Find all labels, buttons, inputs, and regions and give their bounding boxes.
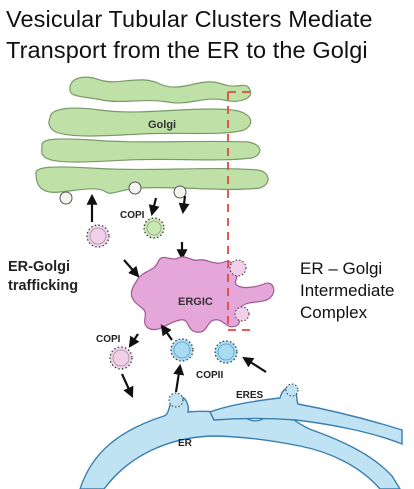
- er-tube-upper: [209, 386, 403, 446]
- golgi-budding-vesicles: [59, 181, 187, 205]
- golgi-cisterna-3: [41, 138, 261, 163]
- golgi-cisterna-2: [48, 107, 252, 137]
- callout-line-1: ER – Golgi: [300, 259, 383, 278]
- copi-top-label: COPI: [120, 210, 145, 221]
- arrow-down-from-golgi-2: [178, 195, 190, 215]
- golgi-arrows: [86, 193, 190, 278]
- er-label: ER: [178, 438, 193, 449]
- ergic-side-vesicle-bottom: [234, 306, 250, 322]
- callout-line-2: Intermediate: [300, 281, 395, 300]
- arrow-down-from-golgi-1: [148, 197, 160, 217]
- arrow-eres-to-vesicle: [242, 356, 267, 373]
- lower-vesicles: [109, 338, 238, 370]
- lower-arrows: [120, 324, 267, 399]
- slide-title: Vesicular Tubular Clusters Mediate Trans…: [6, 4, 410, 66]
- ergic-side-vesicle-top: [229, 259, 247, 277]
- copii-vesicle-right-inner: [217, 343, 235, 361]
- ergic-callout-box: [227, 91, 252, 331]
- er-exit-bud-right: [285, 383, 299, 397]
- arrow-copii-to-ergic: [160, 324, 173, 341]
- arrow-er-to-copii: [173, 363, 185, 393]
- er-membrane: [79, 386, 403, 489]
- copi-vesicle-top-left-inner: [89, 227, 107, 245]
- er-golgi-trafficking-line-2: trafficking: [8, 278, 79, 294]
- arrow-copi-to-er: [120, 373, 134, 399]
- golgi-cisterna-4: [35, 166, 269, 194]
- golgi-bud-2: [128, 181, 142, 195]
- golgi-cisterna-1: [69, 76, 252, 104]
- copi-lower-label: COPI: [96, 334, 121, 345]
- er-exit-bud-left: [168, 392, 184, 408]
- golgi-label: Golgi: [148, 119, 176, 131]
- copii-vesicle-left-inner: [173, 341, 191, 359]
- callout-line-3: Complex: [300, 303, 368, 322]
- slide-title-line-2: Transport from the ER to the Golgi: [6, 37, 368, 63]
- arrow-ergic-to-copi: [128, 333, 140, 348]
- er-golgi-trafficking-label: ER-Golgi trafficking: [8, 258, 108, 296]
- golgi-stack: [35, 76, 269, 194]
- er-golgi-intermediate-complex-callout: ER – Golgi Intermediate Complex: [300, 258, 410, 324]
- er-golgi-trafficking-line-1: ER-Golgi: [8, 259, 71, 275]
- arrow-ergic-to-vesicle: [123, 259, 140, 278]
- golgi-bud-3: [173, 185, 187, 199]
- top-vesicles: [86, 217, 165, 248]
- golgi-bud-1: [59, 191, 73, 205]
- copi-vesicle-top-right-inner: [146, 220, 162, 236]
- copii-label: COPII: [196, 370, 223, 381]
- ergic-label: ERGIC: [178, 296, 213, 308]
- eres-label: ERES: [236, 390, 264, 401]
- ergic-compartment: [130, 256, 275, 333]
- slide-title-line-1: Vesicular Tubular Clusters Mediate: [6, 6, 373, 32]
- copi-vesicle-lower-inner: [112, 349, 130, 367]
